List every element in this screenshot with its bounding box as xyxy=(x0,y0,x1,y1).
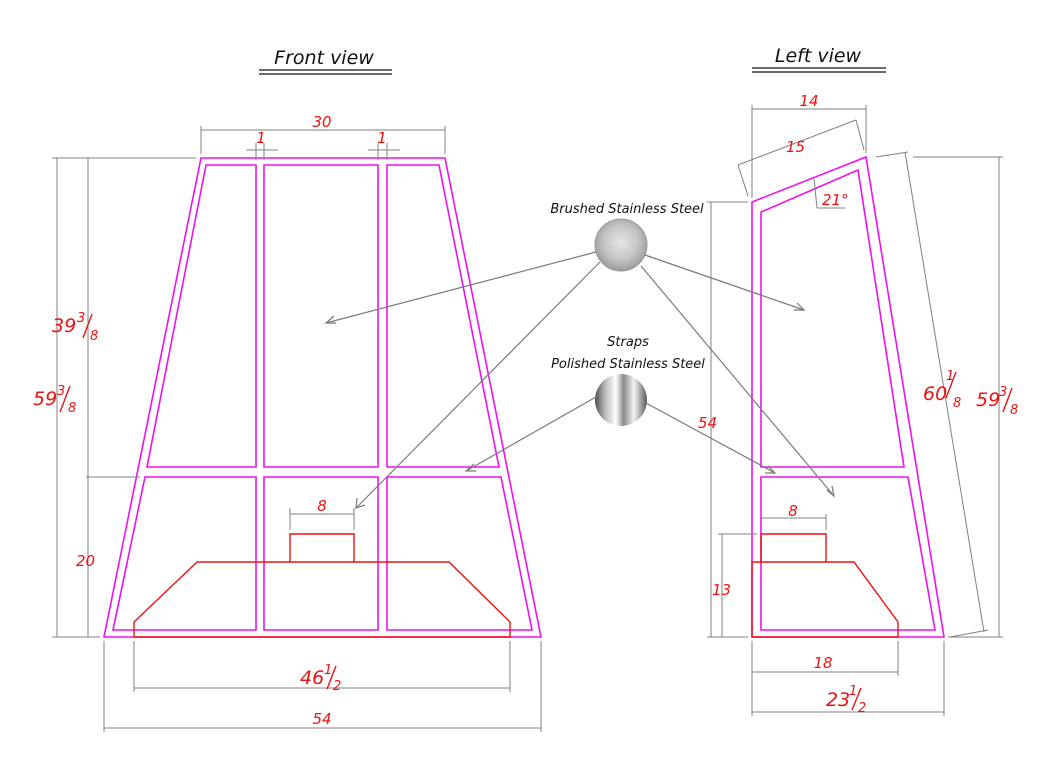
svg-text:3: 3 xyxy=(77,311,85,326)
svg-text:8: 8 xyxy=(1010,403,1018,418)
dim-front-strap-right: 1 xyxy=(377,129,387,147)
left-view-title-group: Left view xyxy=(752,45,886,73)
front-panel-upper-left xyxy=(146,164,257,468)
front-panel-upper-center xyxy=(263,164,379,468)
svg-text:1: 1 xyxy=(849,684,857,699)
svg-text:2: 2 xyxy=(858,701,866,716)
dim-left-top-width: 14 xyxy=(799,92,818,110)
front-panel-lower-left xyxy=(112,476,257,631)
svg-text:8: 8 xyxy=(68,401,76,416)
svg-text:2: 2 xyxy=(333,679,341,694)
left-panel-upper xyxy=(760,168,905,468)
dim-left-height: 54 xyxy=(698,414,717,432)
front-dimensions: 30 1 1 39 3 8 59 3 8 20 xyxy=(33,113,542,732)
dim-front-base-width: 46 xyxy=(300,667,324,689)
front-panel-upper-right xyxy=(386,164,500,468)
front-view-title-group: Front view xyxy=(259,47,392,75)
brushed-steel-swatch-icon xyxy=(594,218,648,272)
left-dimensions: 14 15 21° 54 60 1 8 59 3 8 xyxy=(698,92,1018,716)
svg-text:8: 8 xyxy=(953,396,961,411)
dim-left-slope-length: 15 xyxy=(786,138,805,156)
dim-left-diagonal: 60 xyxy=(923,383,947,405)
dim-front-lower-height: 20 xyxy=(76,552,95,570)
brushed-steel-label: Brushed Stainless Steel xyxy=(550,202,704,217)
left-view-title: Left view xyxy=(775,45,862,67)
left-hood-base xyxy=(751,533,899,638)
svg-text:1: 1 xyxy=(324,663,332,678)
dim-front-top-width: 30 xyxy=(312,113,331,131)
front-panel-lower-center xyxy=(263,476,379,631)
dim-left-angle: 21° xyxy=(822,191,849,209)
front-view-frame xyxy=(103,157,542,638)
front-panel-lower-right xyxy=(386,476,533,631)
dim-left-bottom-width: 23 xyxy=(826,689,850,711)
front-outer-outline xyxy=(103,157,542,638)
svg-text:1: 1 xyxy=(946,369,954,384)
material-callouts: Brushed Stainless Steel Straps Polished … xyxy=(324,202,835,509)
svg-text:8: 8 xyxy=(90,329,98,344)
dim-front-box-width: 8 xyxy=(317,497,327,515)
svg-text:3: 3 xyxy=(999,385,1007,400)
left-outer-outline xyxy=(751,155,945,638)
front-hood-outline xyxy=(133,561,511,638)
polished-steel-label: Polished Stainless Steel xyxy=(551,357,705,372)
straps-label: Straps xyxy=(607,335,649,350)
svg-text:3: 3 xyxy=(57,384,65,399)
dim-left-box-width: 8 xyxy=(788,502,798,520)
dim-left-box-height: 13 xyxy=(712,581,731,599)
dim-left-base-width: 18 xyxy=(813,654,832,672)
front-chimney-box xyxy=(289,533,355,562)
left-panel-lower xyxy=(760,476,936,631)
polished-steel-swatch-icon xyxy=(595,374,647,426)
dim-front-bottom-width: 54 xyxy=(312,710,331,728)
front-hood-base xyxy=(133,533,511,638)
left-hood-outline xyxy=(751,561,899,638)
left-chimney-box xyxy=(760,533,827,562)
dim-front-upper-height: 39 xyxy=(52,315,76,337)
dim-front-total-height: 59 xyxy=(33,388,57,410)
left-view-frame xyxy=(751,155,945,638)
dim-left-total-height: 59 xyxy=(976,389,1000,411)
dim-front-strap-left: 1 xyxy=(256,129,266,147)
front-view-title: Front view xyxy=(274,47,374,69)
